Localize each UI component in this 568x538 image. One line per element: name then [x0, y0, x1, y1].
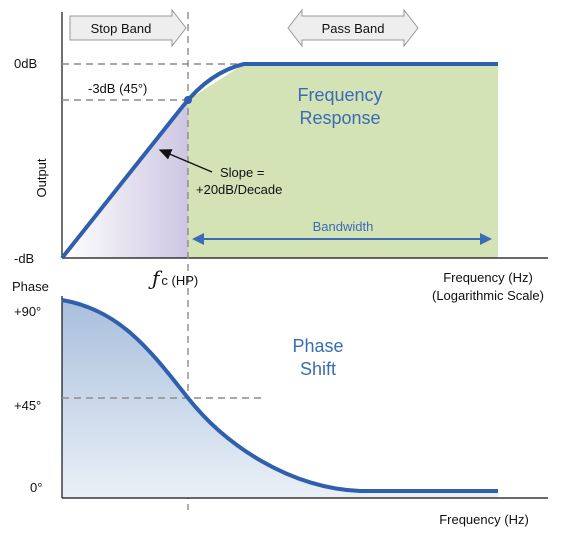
bandwidth-arrow-left-head: [192, 233, 204, 245]
cutoff-point: [184, 96, 192, 104]
pass-band-arrow: [287, 8, 419, 48]
phase-shift-region: [62, 300, 498, 498]
phase-shift-title-line1: Phase: [292, 336, 343, 356]
frequency-response-curve: [60, 62, 498, 260]
zero-deg-label: 0°: [30, 480, 42, 495]
slope-label-line2: +20dB/Decade: [196, 182, 282, 197]
slope-label-line1: Slope =: [220, 165, 264, 180]
output-axis-label: Output: [34, 158, 49, 197]
phase-shift-title-line2: Shift: [300, 359, 336, 379]
pass-band-region: [188, 64, 498, 258]
plus45-label: +45°: [14, 398, 41, 413]
bandwidth-label: Bandwidth: [313, 219, 374, 234]
frequency-response-title-line2: Response: [299, 108, 380, 128]
minus3db-label: -3dB (45°): [88, 81, 147, 96]
frequency-axis-label-line1: Frequency (Hz): [443, 270, 533, 285]
frequency-axis-label-line2: (Logarithmic Scale): [432, 288, 544, 303]
fc-suffix: c (HP): [161, 273, 198, 288]
minus-db-label: -dB: [14, 251, 34, 266]
phase-axis-title: Phase: [12, 279, 49, 294]
pass-band-label: Pass Band: [322, 21, 385, 36]
phase-curve: [61, 298, 498, 493]
zero-db-label: 0dB: [14, 56, 37, 71]
frequency-response-title-line1: Frequency: [297, 85, 382, 105]
stop-band-label: Stop Band: [91, 21, 152, 36]
slope-pointer: [158, 149, 213, 173]
fc-symbol: ƒ: [148, 266, 163, 290]
stop-band-arrow: [69, 8, 187, 48]
frequency-axis-label-bottom: Frequency (Hz): [439, 512, 529, 527]
bandwidth-arrow-right-head: [480, 233, 492, 245]
plus90-label: +90°: [14, 304, 41, 319]
